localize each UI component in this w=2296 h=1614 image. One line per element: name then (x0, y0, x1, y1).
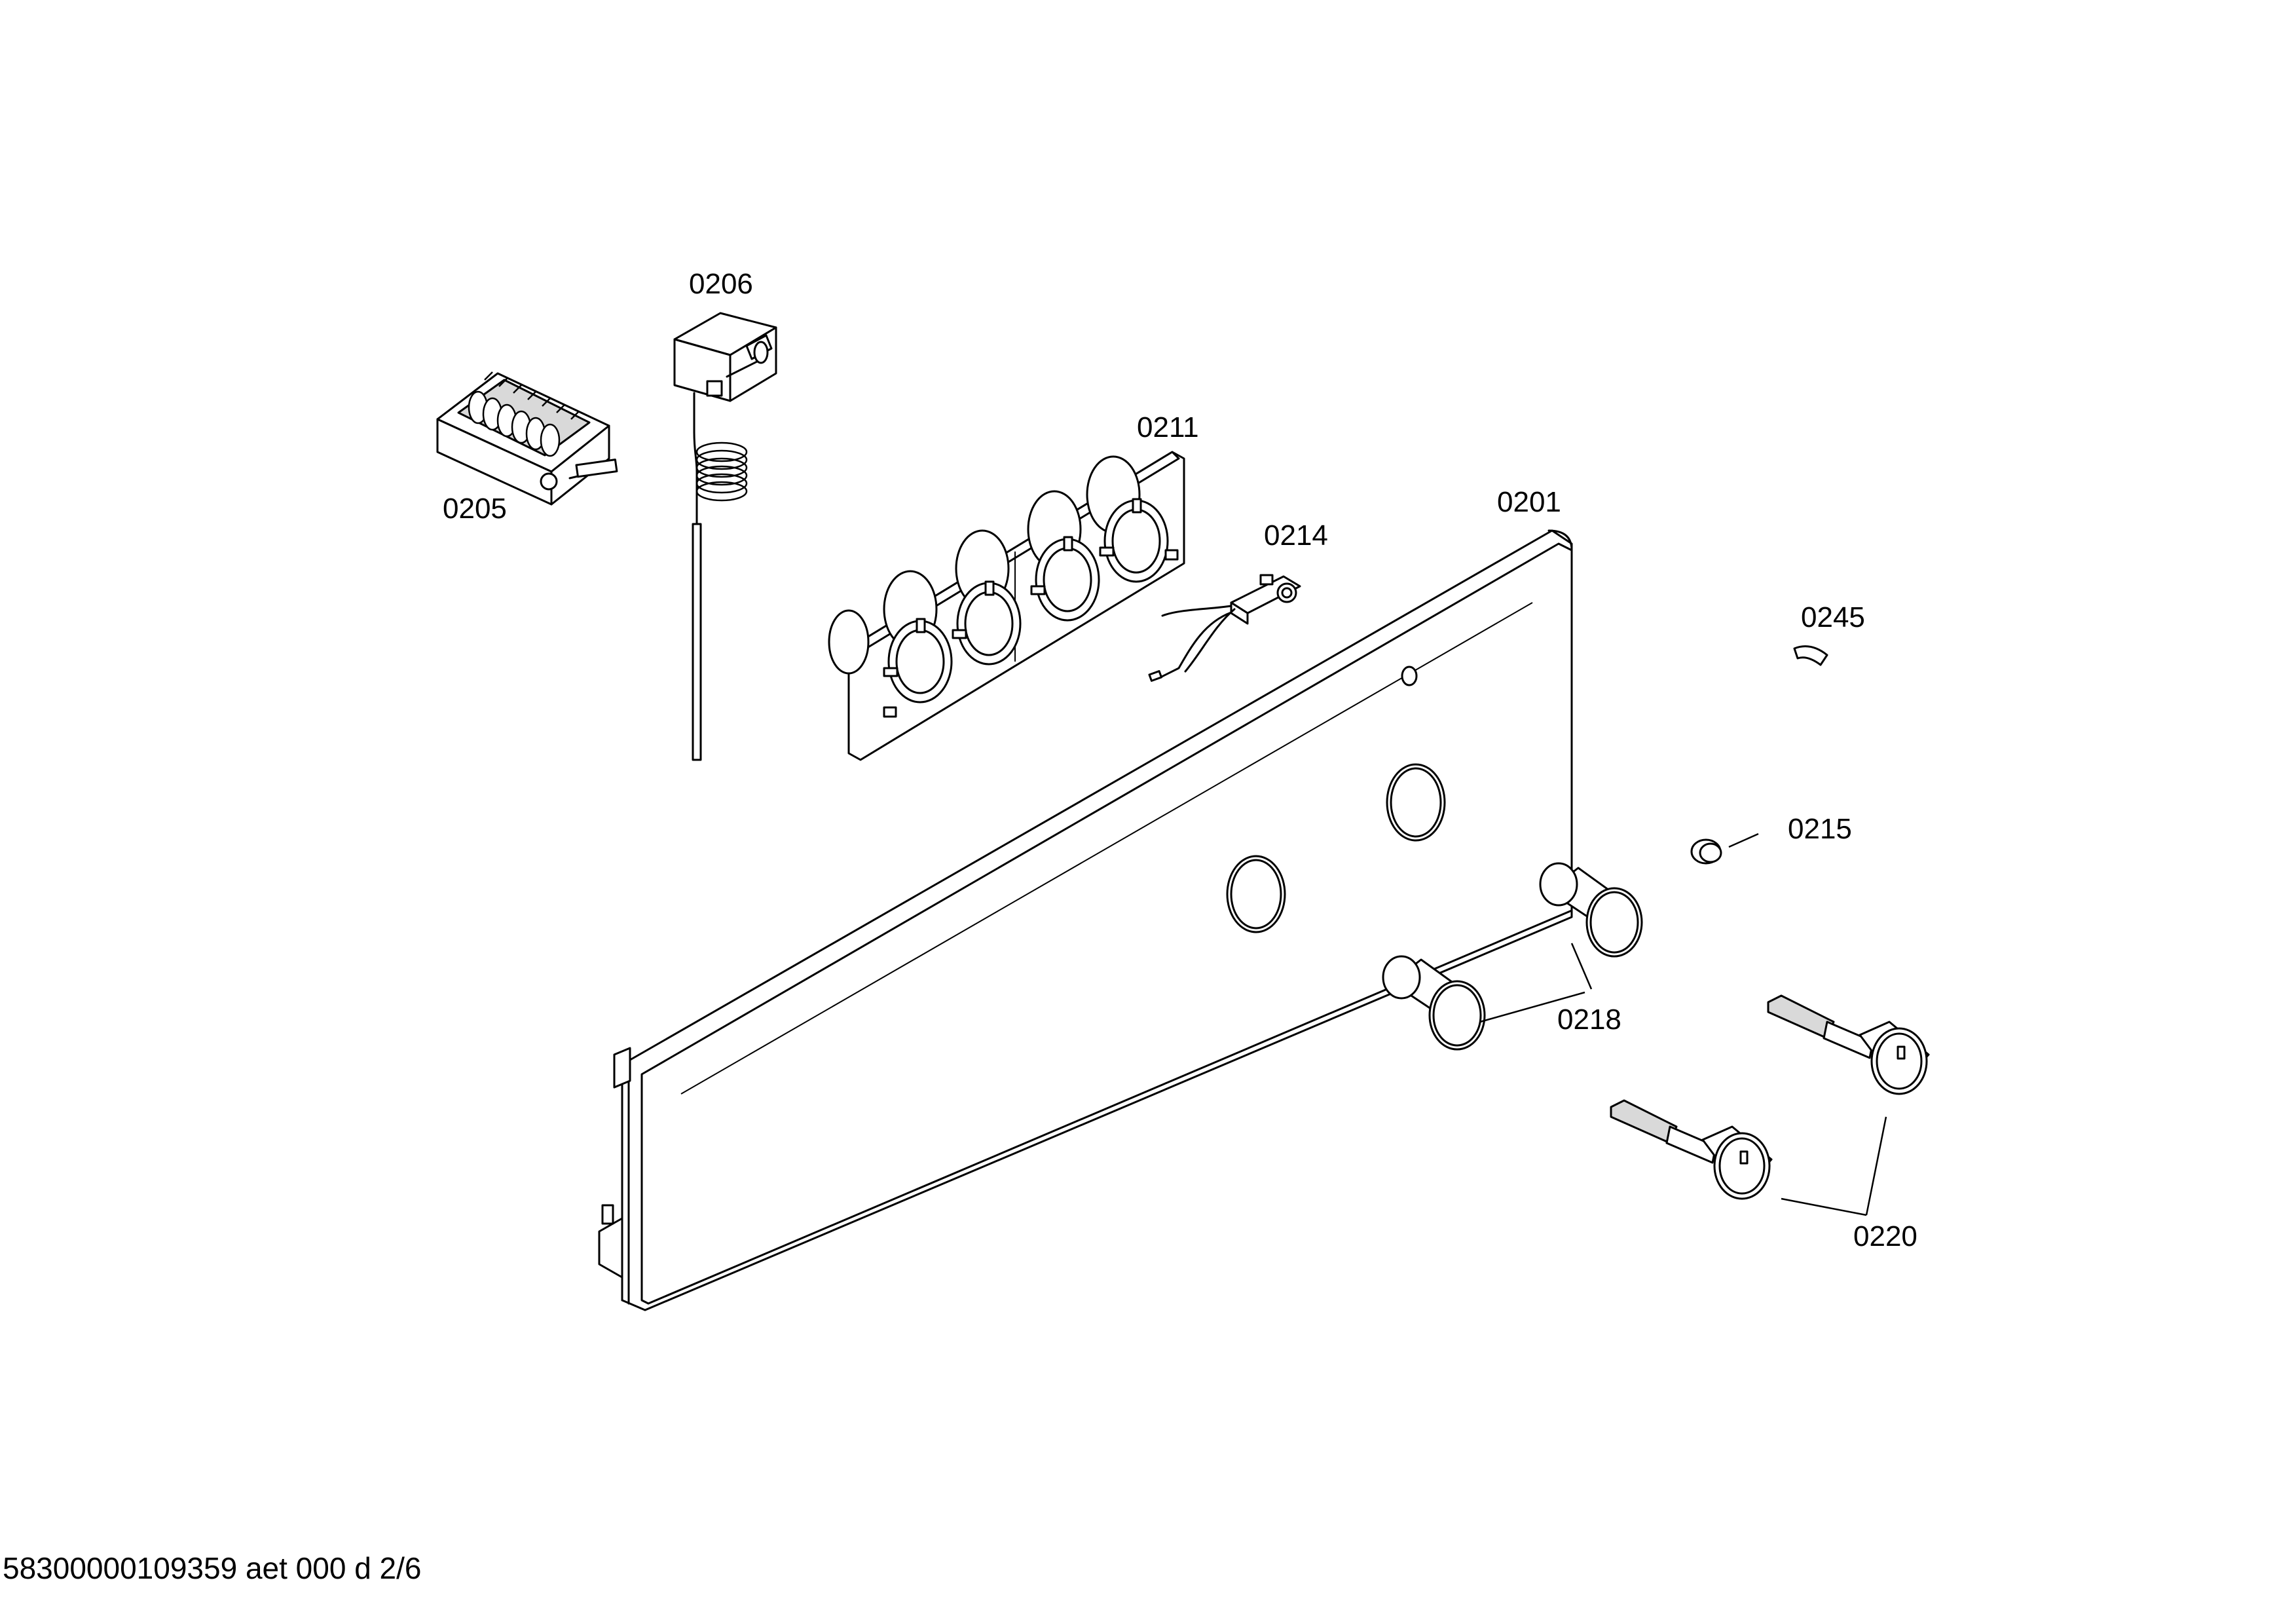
part-label-0218: 0218 (1557, 1004, 1621, 1036)
part-label-0211: 0211 (1137, 411, 1199, 443)
knob-ring-drawing-2 (1382, 955, 1486, 1051)
control-panel-drawing (598, 529, 1573, 1311)
part-label-0205: 0205 (443, 493, 507, 525)
control-knob-drawing-1 (1767, 994, 1930, 1095)
part-label-0201: 0201 (1497, 486, 1561, 518)
lamp-lens-drawing (1690, 838, 1722, 865)
thermostat-drawing (673, 312, 777, 761)
indicator-lamp-drawing (1148, 574, 1301, 682)
document-id: 58300000109359 aet 000 d 2/6 (3, 1551, 422, 1585)
clip-drawing (1793, 645, 1828, 666)
part-label-0206: 0206 (689, 268, 753, 300)
control-knob-drawing-2 (1610, 1099, 1773, 1200)
knob-ring-drawing-1 (1539, 862, 1643, 958)
leader-lines (1479, 833, 1887, 1216)
part-label-0214: 0214 (1264, 519, 1328, 552)
part-label-0215: 0215 (1788, 813, 1852, 845)
selector-switch-drawing (436, 371, 618, 506)
part-label-0245: 0245 (1801, 601, 1865, 633)
part-label-0220: 0220 (1853, 1220, 1917, 1252)
knob-holder-drawing (828, 451, 1185, 761)
